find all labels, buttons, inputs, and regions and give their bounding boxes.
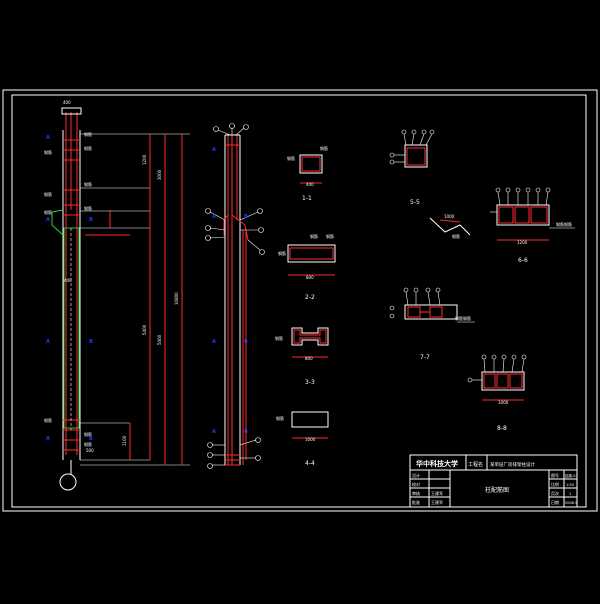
title-right-value-3: 1	[569, 492, 571, 496]
inner-frame	[11, 94, 587, 508]
svg-text:钢筋: 钢筋	[44, 417, 52, 423]
svg-text:400: 400	[63, 100, 71, 105]
svg-text:400: 400	[64, 278, 72, 283]
title-right-value-1: 结施-01	[565, 473, 578, 478]
lower-column-outline	[63, 227, 80, 429]
svg-text:800: 800	[306, 275, 314, 280]
section-label-6-6: 6-6	[518, 257, 528, 264]
svg-text:钢筋: 钢筋	[275, 335, 283, 341]
axis-marker-a: A	[212, 339, 216, 345]
section-label-2-2: 2-2	[305, 294, 315, 301]
title-role-1: 设计	[412, 472, 420, 478]
title-drawing-name: 柱配筋图	[485, 486, 509, 494]
svg-text:5400: 5400	[142, 324, 147, 335]
axis-marker-a: A	[212, 147, 216, 153]
corbel-outline	[51, 209, 64, 236]
title-project-label: 工程名	[468, 461, 483, 468]
title-role-3: 审核	[412, 490, 420, 496]
section-label-1-1: 1-1	[302, 195, 312, 202]
svg-text:钢筋: 钢筋	[84, 431, 92, 437]
section-label-3-3: 3-3	[305, 379, 315, 386]
svg-text:1000: 1000	[498, 400, 509, 405]
svg-text:钢筋: 钢筋	[84, 441, 92, 447]
axis-marker-a: A	[46, 135, 50, 141]
svg-text:5400: 5400	[157, 334, 162, 345]
svg-text:钢筋: 钢筋	[326, 233, 334, 239]
section-label-4-4: 4-4	[305, 460, 315, 467]
axis-marker-a: A	[46, 217, 50, 223]
svg-text:800: 800	[305, 356, 313, 361]
svg-text:1200: 1200	[142, 154, 147, 165]
title-role-4: 批准	[412, 499, 420, 505]
section-label-5-5: 5-5	[410, 199, 420, 206]
axis-marker-a: A	[46, 436, 50, 442]
svg-text:钢筋: 钢筋	[84, 181, 92, 187]
svg-text:1000: 1000	[444, 214, 455, 219]
title-right-value-4: 2008.5	[565, 501, 577, 505]
axis-marker-a: A	[212, 429, 216, 435]
svg-text:10800: 10800	[174, 292, 179, 305]
title-right-label-3: 页次	[551, 490, 559, 496]
svg-text:钢筋: 钢筋	[276, 415, 284, 421]
axis-marker-b: B	[244, 339, 248, 345]
title-right-label-1: 图号	[551, 472, 559, 478]
axis-marker-b: B	[89, 436, 93, 442]
detail-sections: 5-5 1000 钢筋	[389, 129, 575, 432]
svg-text:钢筋: 钢筋	[44, 209, 52, 215]
axis-marker-b: B	[89, 217, 93, 223]
axis-marker-b: B	[244, 429, 248, 435]
reinforcement-elevation: A A A A B B B	[205, 123, 265, 469]
title-project-value: 某单层厂房排架柱设计	[490, 461, 535, 468]
svg-text:钢筋: 钢筋	[310, 233, 318, 239]
title-block	[409, 454, 578, 508]
svg-text:1200: 1200	[517, 240, 528, 245]
outer-frame	[2, 89, 598, 512]
title-school: 华中科技大学	[416, 459, 458, 468]
svg-text:钢筋: 钢筋	[278, 250, 286, 256]
title-name-3: 王建军	[431, 490, 443, 496]
svg-text:钢筋: 钢筋	[452, 233, 460, 239]
svg-text:500: 500	[86, 448, 94, 453]
svg-text:钢筋: 钢筋	[320, 145, 328, 151]
axis-marker-b: B	[244, 214, 248, 220]
svg-text:400: 400	[306, 182, 314, 187]
column-elevation: 钢筋 钢筋 钢筋 钢筋 钢筋 钢筋 钢筋 钢筋 钢筋 钢筋	[44, 100, 190, 491]
svg-text:钢筋: 钢筋	[44, 149, 52, 155]
svg-text:钢筋: 钢筋	[44, 191, 52, 197]
svg-text:钢筋钢筋: 钢筋钢筋	[455, 315, 471, 321]
section-label-7-7: 7-7	[420, 354, 430, 361]
svg-text:1000: 1000	[305, 437, 316, 442]
svg-text:钢筋: 钢筋	[84, 145, 92, 151]
axis-marker-a: A	[212, 214, 216, 220]
title-name-4: 王建军	[431, 499, 443, 505]
title-right-value-2: 1:50	[566, 483, 574, 487]
axis-marker-a: A	[46, 339, 50, 345]
title-role-2: 校对	[412, 481, 420, 487]
title-right-label-4: 日期	[551, 499, 559, 505]
svg-text:钢筋钢筋: 钢筋钢筋	[556, 221, 572, 227]
cross-sections-column: 400 钢筋 钢筋 1-1 800 钢筋 钢筋 钢筋 2-2 800 钢筋 3-…	[275, 145, 336, 467]
foundation-axis-circle	[59, 473, 77, 491]
svg-text:3000: 3000	[157, 169, 162, 180]
section-label-8-8: 8-8	[497, 425, 507, 432]
svg-text:1100: 1100	[122, 435, 127, 446]
title-right-label-2: 比例	[551, 481, 559, 487]
svg-text:钢筋: 钢筋	[84, 205, 92, 211]
svg-text:钢筋: 钢筋	[287, 155, 295, 161]
axis-marker-b: B	[89, 339, 93, 345]
